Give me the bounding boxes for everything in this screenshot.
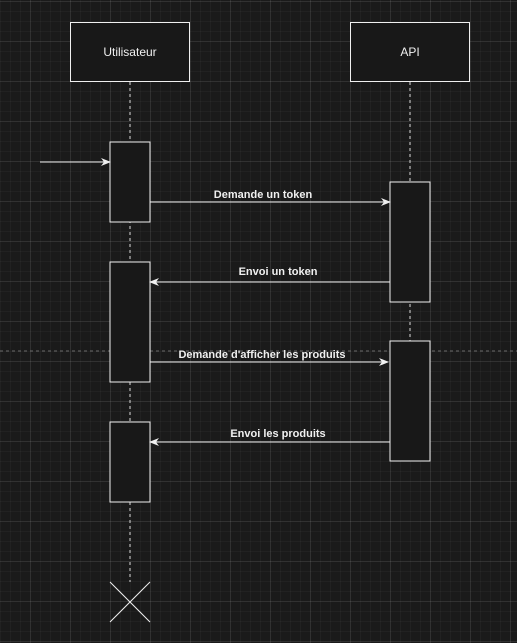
participant-api[interactable]: API — [350, 22, 470, 82]
participant-user-label: Utilisateur — [103, 45, 157, 59]
api-activation-1[interactable] — [389, 181, 431, 303]
user-activation-1[interactable] — [109, 141, 151, 223]
user-activation-3[interactable] — [109, 421, 151, 503]
participant-api-label: API — [400, 45, 420, 59]
api-activation-2[interactable] — [389, 340, 431, 462]
destroy-marker-icon — [109, 581, 151, 623]
message-label-request-products: Demande d'afficher les produits — [178, 349, 345, 361]
message-label-request-token: Demande un token — [214, 189, 313, 201]
message-label-send-token: Envoi un token — [239, 266, 318, 278]
user-activation-2[interactable] — [109, 261, 151, 383]
message-label-send-products: Envoi les produits — [230, 428, 325, 440]
participant-user[interactable]: Utilisateur — [70, 22, 190, 82]
